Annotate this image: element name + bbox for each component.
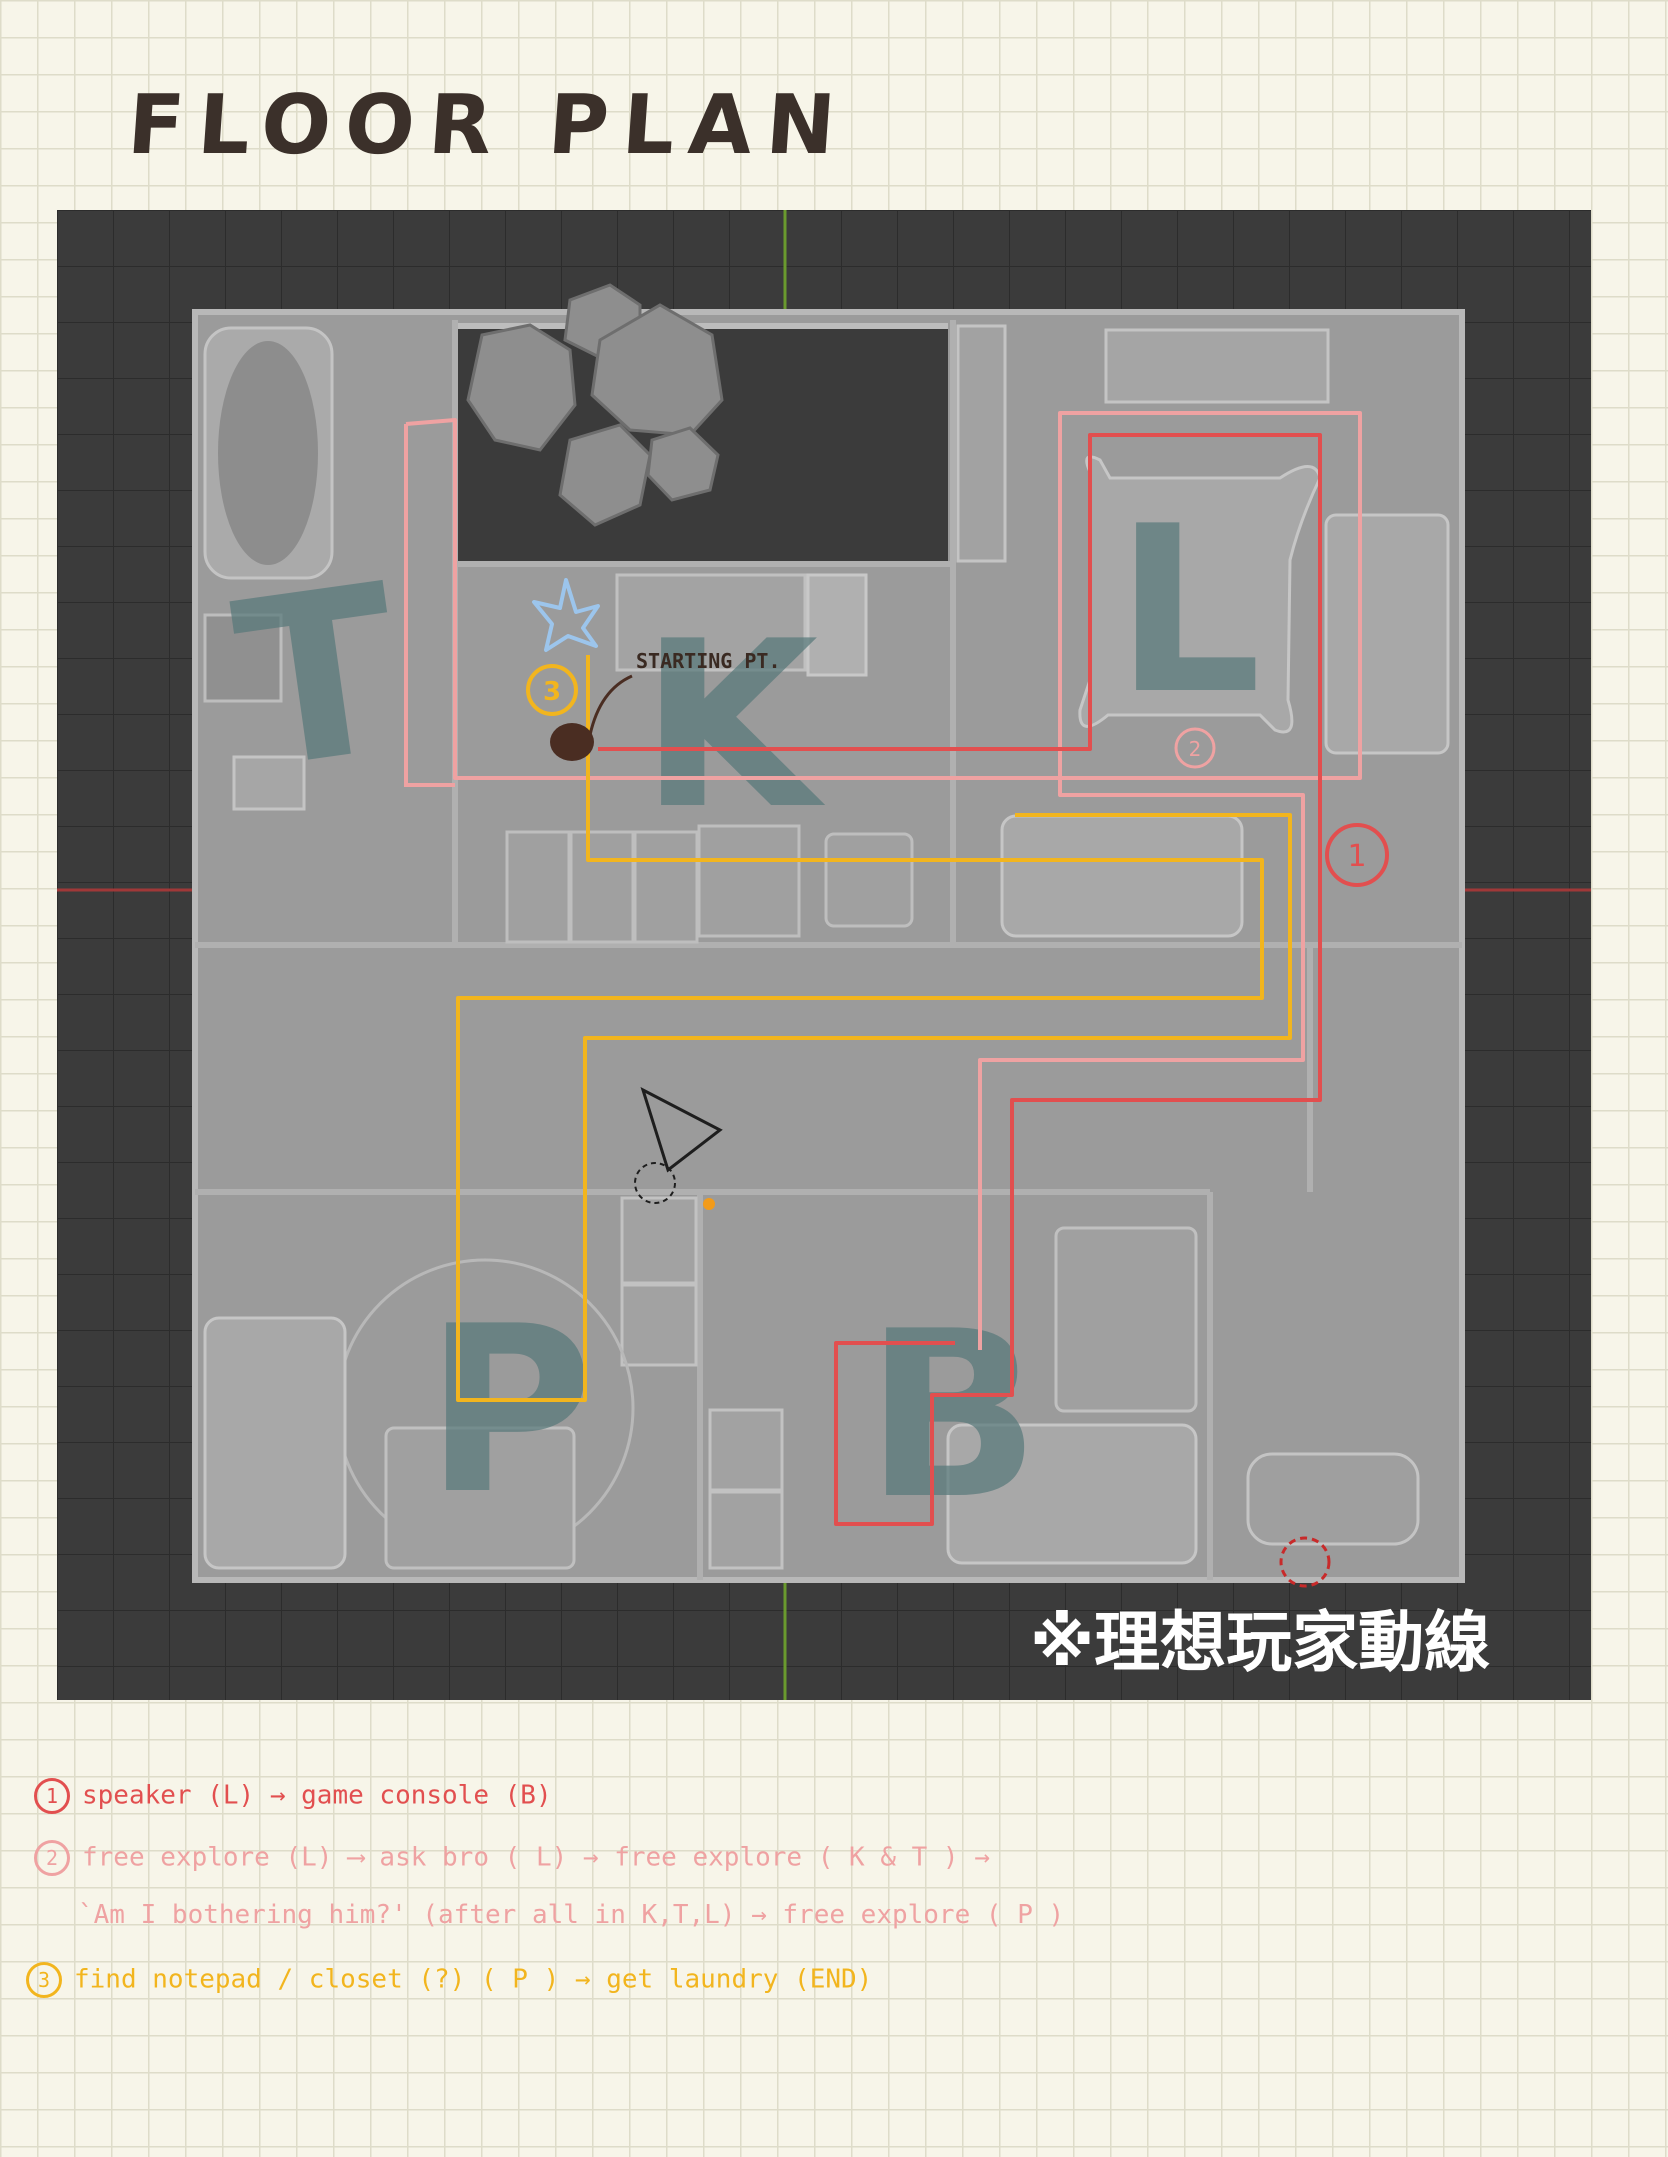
room-letter-t: T xyxy=(222,536,415,822)
route-1-path xyxy=(598,433,1322,1526)
route-2-loop xyxy=(404,424,455,787)
wardrobe xyxy=(1054,1226,1198,1413)
diagram-caption: ※理想玩家動線 xyxy=(1030,1604,1490,1681)
note-2-continued: `Am I bothering him?' (after all in K,T,… xyxy=(78,1900,1064,1930)
note-2-text: free explore (L) ⟶ ask bro ( L) → free e… xyxy=(82,1842,990,1873)
room-letter-b: B xyxy=(865,1283,1040,1550)
route-3-path xyxy=(456,655,1292,1402)
room-letter-k: K xyxy=(640,593,826,860)
kitchen-counter xyxy=(505,824,914,944)
desk xyxy=(384,1426,576,1570)
svg-text:1: 1 xyxy=(1347,839,1366,874)
3d-cursor-icon xyxy=(1279,1536,1331,1588)
route-3-marker: 3 xyxy=(526,664,578,716)
bathroom-rug xyxy=(1246,1452,1420,1546)
route-2-path xyxy=(405,411,1362,1350)
side-sofa xyxy=(1324,513,1450,755)
kitchen-island xyxy=(615,573,807,672)
note-3-text: find notepad / closet (?) ( P ) → get la… xyxy=(74,1964,873,1995)
floor-plan-diagram: T K L P B 1 2 3 STARTING PT. ※理想玩家動線 xyxy=(57,210,1591,1700)
note-1-marker: 1 xyxy=(34,1778,70,1814)
double-bed xyxy=(946,1423,1198,1565)
room-letter-l: L xyxy=(1115,478,1262,745)
note-3-marker: 3 xyxy=(26,1962,62,1998)
note-2b-text: `Am I bothering him?' (after all in K,T,… xyxy=(78,1900,1065,1930)
main-sofa xyxy=(1000,814,1244,938)
note-1: 1 speaker (L) → game console (B) xyxy=(34,1778,552,1814)
light-origin-icon xyxy=(634,1162,676,1204)
start-label: STARTING PT. xyxy=(636,649,781,673)
note-2: 2 free explore (L) ⟶ ask bro ( L) → free … xyxy=(34,1840,990,1876)
tv-console xyxy=(1104,328,1330,404)
route-1-marker: 1 xyxy=(1325,823,1389,887)
route-2-marker: 2 xyxy=(1174,727,1216,769)
star-icon xyxy=(532,578,600,652)
armchair xyxy=(1078,455,1322,734)
tall-shelf xyxy=(956,324,1007,563)
start-dot xyxy=(550,723,594,761)
bath-sink xyxy=(232,755,306,811)
room-letter-p: P xyxy=(425,1278,594,1545)
start-pointer-line xyxy=(588,674,633,736)
note-3: 3 find notepad / closet (?) ( P ) → get l… xyxy=(26,1962,872,1998)
camera-icon xyxy=(640,1087,723,1173)
bedroom-drawers xyxy=(708,1408,784,1570)
svg-text:3: 3 xyxy=(543,677,561,707)
kitchen-sink xyxy=(806,573,868,677)
bathtub xyxy=(203,326,334,580)
note-2-marker: 2 xyxy=(34,1840,70,1876)
closet xyxy=(620,1196,698,1367)
bath-cabinet xyxy=(203,613,283,703)
svg-text:2: 2 xyxy=(1189,737,1202,761)
boulders xyxy=(466,283,724,527)
note-1-text: speaker (L) → game console (B) xyxy=(82,1780,552,1811)
page-title: FLOOR PLAN xyxy=(124,78,853,173)
single-bed xyxy=(203,1316,347,1570)
